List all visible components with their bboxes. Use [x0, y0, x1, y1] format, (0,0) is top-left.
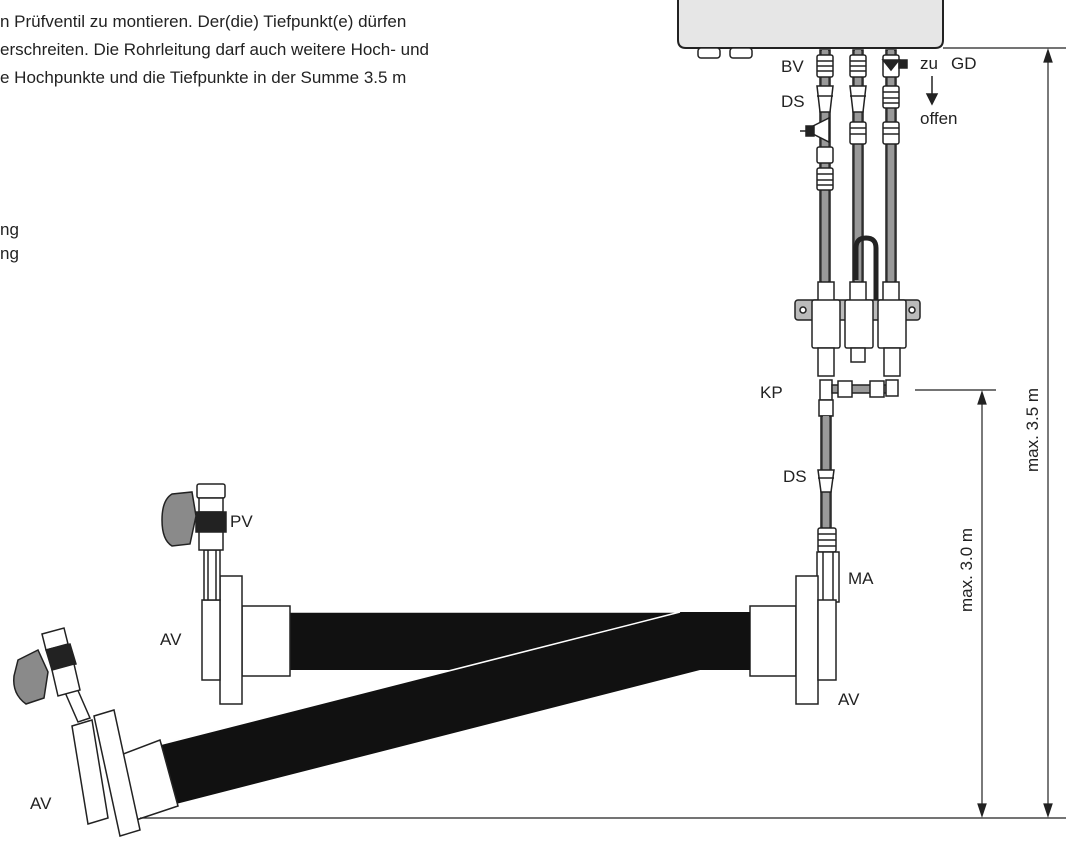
label-pv: PV: [230, 512, 253, 531]
label-kp: KP: [760, 383, 783, 402]
paragraph-line-2: erschreiten. Die Rohrleitung darf auch w…: [0, 40, 430, 59]
tube-middle: [849, 49, 867, 283]
dimension-label-kp: max. 3.0 m: [957, 528, 976, 612]
label-gd: GD: [951, 54, 977, 73]
instruction-paragraph: n Prüfventil zu montieren. Der(die) Tief…: [0, 8, 429, 92]
pv-valve: [161, 483, 227, 601]
dimension-lines: [140, 47, 1066, 819]
label-ds-top: DS: [781, 92, 805, 111]
kp-tee: [818, 379, 899, 417]
label-ma: MA: [848, 569, 874, 588]
device-housing: [677, 0, 944, 59]
label-av-right: AV: [838, 690, 860, 709]
paragraph-line-3: e Hochpunkte und die Tiefpunkte in der S…: [0, 68, 407, 87]
manifold-block: [794, 281, 921, 377]
label-zu: zu: [920, 54, 938, 73]
tube-loop: [853, 235, 879, 300]
dimension-label-total: max. 3.5 m: [1023, 388, 1042, 472]
offen-arrow-icon: [925, 76, 939, 106]
label-av-left: AV: [160, 630, 182, 649]
label-offen: offen: [920, 109, 958, 128]
tube-left: [816, 49, 834, 283]
bypass-valve: [800, 116, 830, 144]
legend-fragment: ng ng: [0, 218, 19, 266]
label-ds-mid: DS: [783, 467, 807, 486]
legend-line-1: ng: [0, 220, 19, 239]
tube-lower: [816, 415, 840, 603]
tube-right: [881, 49, 908, 283]
pipe-diagonal: [71, 611, 750, 837]
label-bv: BV: [781, 57, 804, 76]
legend-line-2: ng: [0, 244, 19, 263]
label-av-bottom: AV: [30, 794, 52, 813]
bottom-valve: [13, 627, 92, 723]
paragraph-line-1: n Prüfventil zu montieren. Der(die) Tief…: [0, 12, 407, 31]
